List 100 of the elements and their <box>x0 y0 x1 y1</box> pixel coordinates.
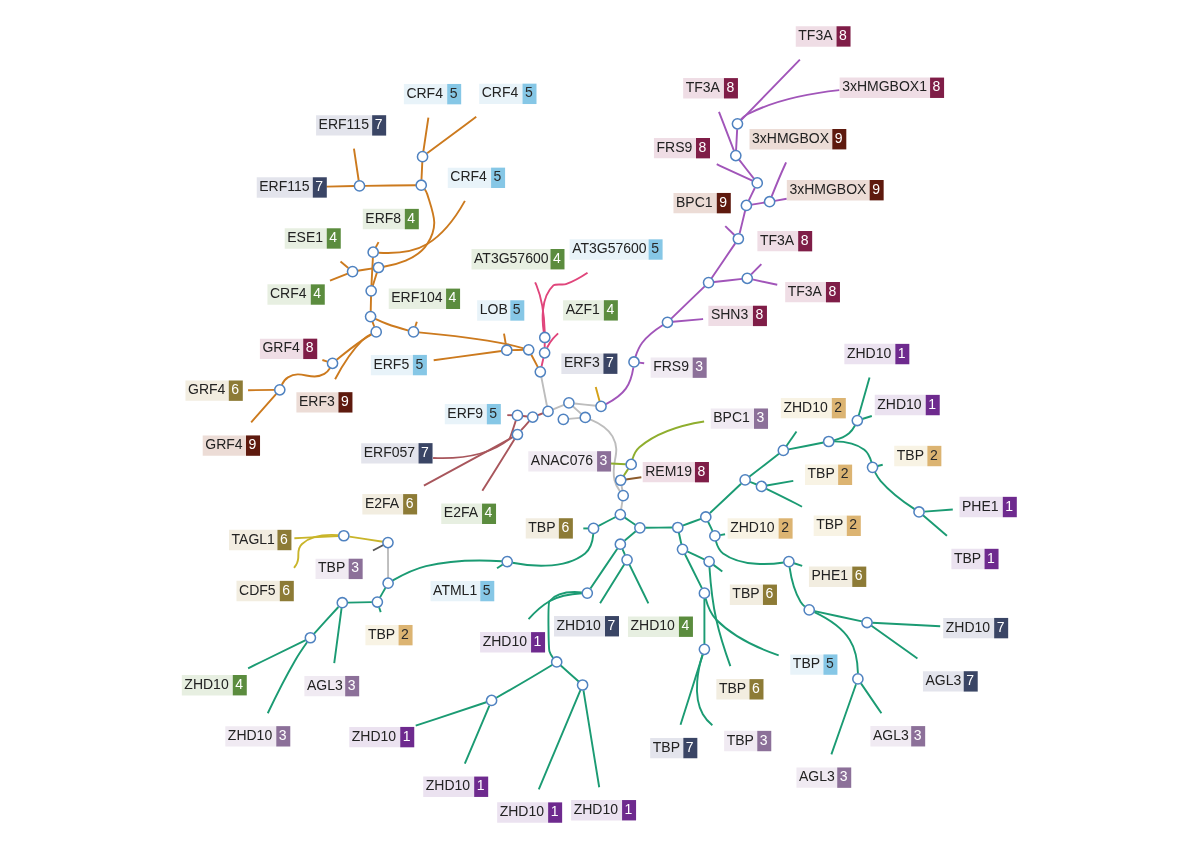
connector <box>249 392 277 424</box>
node-circle <box>699 511 712 523</box>
connector <box>633 324 664 358</box>
connector <box>422 436 514 487</box>
connector <box>832 424 856 442</box>
node-label: 3 <box>694 358 703 375</box>
node-circle <box>698 643 710 656</box>
connector <box>312 606 339 635</box>
node-circle <box>353 180 365 192</box>
node-label: 1 <box>533 632 541 649</box>
node-circle <box>364 310 376 323</box>
connector <box>352 147 360 182</box>
connector <box>480 438 515 492</box>
connector <box>559 664 580 683</box>
connector <box>510 348 524 352</box>
connector <box>737 158 755 180</box>
node-label: 7 <box>685 738 694 755</box>
node-label: 3 <box>756 409 764 426</box>
node-circle <box>416 150 428 163</box>
connector <box>764 487 803 508</box>
node-label: 9 <box>871 180 880 197</box>
connector <box>873 471 916 511</box>
connector <box>421 116 429 153</box>
connector <box>750 278 778 286</box>
connector <box>596 516 617 527</box>
connector <box>609 462 627 466</box>
node-circle <box>511 428 523 441</box>
connector <box>571 405 582 415</box>
node-label: 2 <box>780 519 789 536</box>
node-circle <box>620 553 633 566</box>
connector <box>643 526 673 529</box>
node-label: 9 <box>718 193 727 210</box>
connector <box>704 597 780 657</box>
node-label: 7 <box>314 178 323 195</box>
node-label: 9 <box>340 392 349 409</box>
node-label: 1 <box>1004 497 1013 514</box>
node-label: 6 <box>854 567 863 584</box>
node-label: 1 <box>476 777 485 794</box>
node-circle <box>556 413 569 426</box>
connector <box>623 516 637 526</box>
node-label: 5 <box>825 655 834 672</box>
node-label: 8 <box>828 282 836 299</box>
node-circle <box>624 458 637 471</box>
node-circle <box>802 604 815 616</box>
node-circle <box>576 679 588 691</box>
connector <box>710 242 736 280</box>
connector <box>765 479 794 487</box>
connector <box>541 271 588 334</box>
node-circle <box>740 272 753 285</box>
node-circle <box>850 414 863 427</box>
connector <box>328 272 349 282</box>
connector <box>594 386 601 403</box>
connector <box>621 548 626 556</box>
node-label: 2 <box>400 625 409 642</box>
node-label: 7 <box>420 443 429 460</box>
node-circle <box>369 326 382 338</box>
connector <box>551 403 565 411</box>
connector <box>723 225 735 236</box>
node-circle <box>335 596 348 609</box>
connector <box>320 359 328 363</box>
connector <box>325 185 355 188</box>
connector <box>921 514 948 537</box>
node-circle <box>661 316 673 329</box>
connector <box>604 366 634 406</box>
node-circle <box>912 506 925 518</box>
connector <box>589 547 618 590</box>
node-circle <box>533 365 546 378</box>
connector <box>540 357 544 368</box>
node-label: 4 <box>605 300 614 317</box>
connector <box>539 376 548 408</box>
node-label: 2 <box>848 516 857 533</box>
connector <box>246 639 307 670</box>
node-circle <box>550 656 563 668</box>
node-label: 8 <box>754 306 763 323</box>
connector <box>747 452 780 478</box>
connector <box>519 420 530 432</box>
connector <box>280 366 331 386</box>
node-label: 7 <box>605 354 614 371</box>
node-label: 8 <box>838 27 847 43</box>
node-circle <box>580 587 593 599</box>
connector <box>870 621 941 628</box>
connector <box>669 285 706 320</box>
connector <box>371 544 384 552</box>
node-circle <box>866 461 878 474</box>
connector <box>386 547 389 579</box>
node-label: 4 <box>406 209 415 226</box>
node-label: 1 <box>402 727 411 744</box>
connector <box>432 350 503 362</box>
node-label: 5 <box>482 581 491 598</box>
node-label: 9 <box>248 436 256 453</box>
node-circle <box>755 480 767 493</box>
node-circle <box>562 397 575 409</box>
connector <box>712 563 723 573</box>
node-circle <box>782 555 795 568</box>
connector <box>870 624 918 660</box>
node-circle <box>708 530 721 542</box>
node-circle <box>541 405 554 418</box>
connector <box>624 476 642 481</box>
node-label: 4 <box>312 285 321 302</box>
connector <box>567 416 581 420</box>
